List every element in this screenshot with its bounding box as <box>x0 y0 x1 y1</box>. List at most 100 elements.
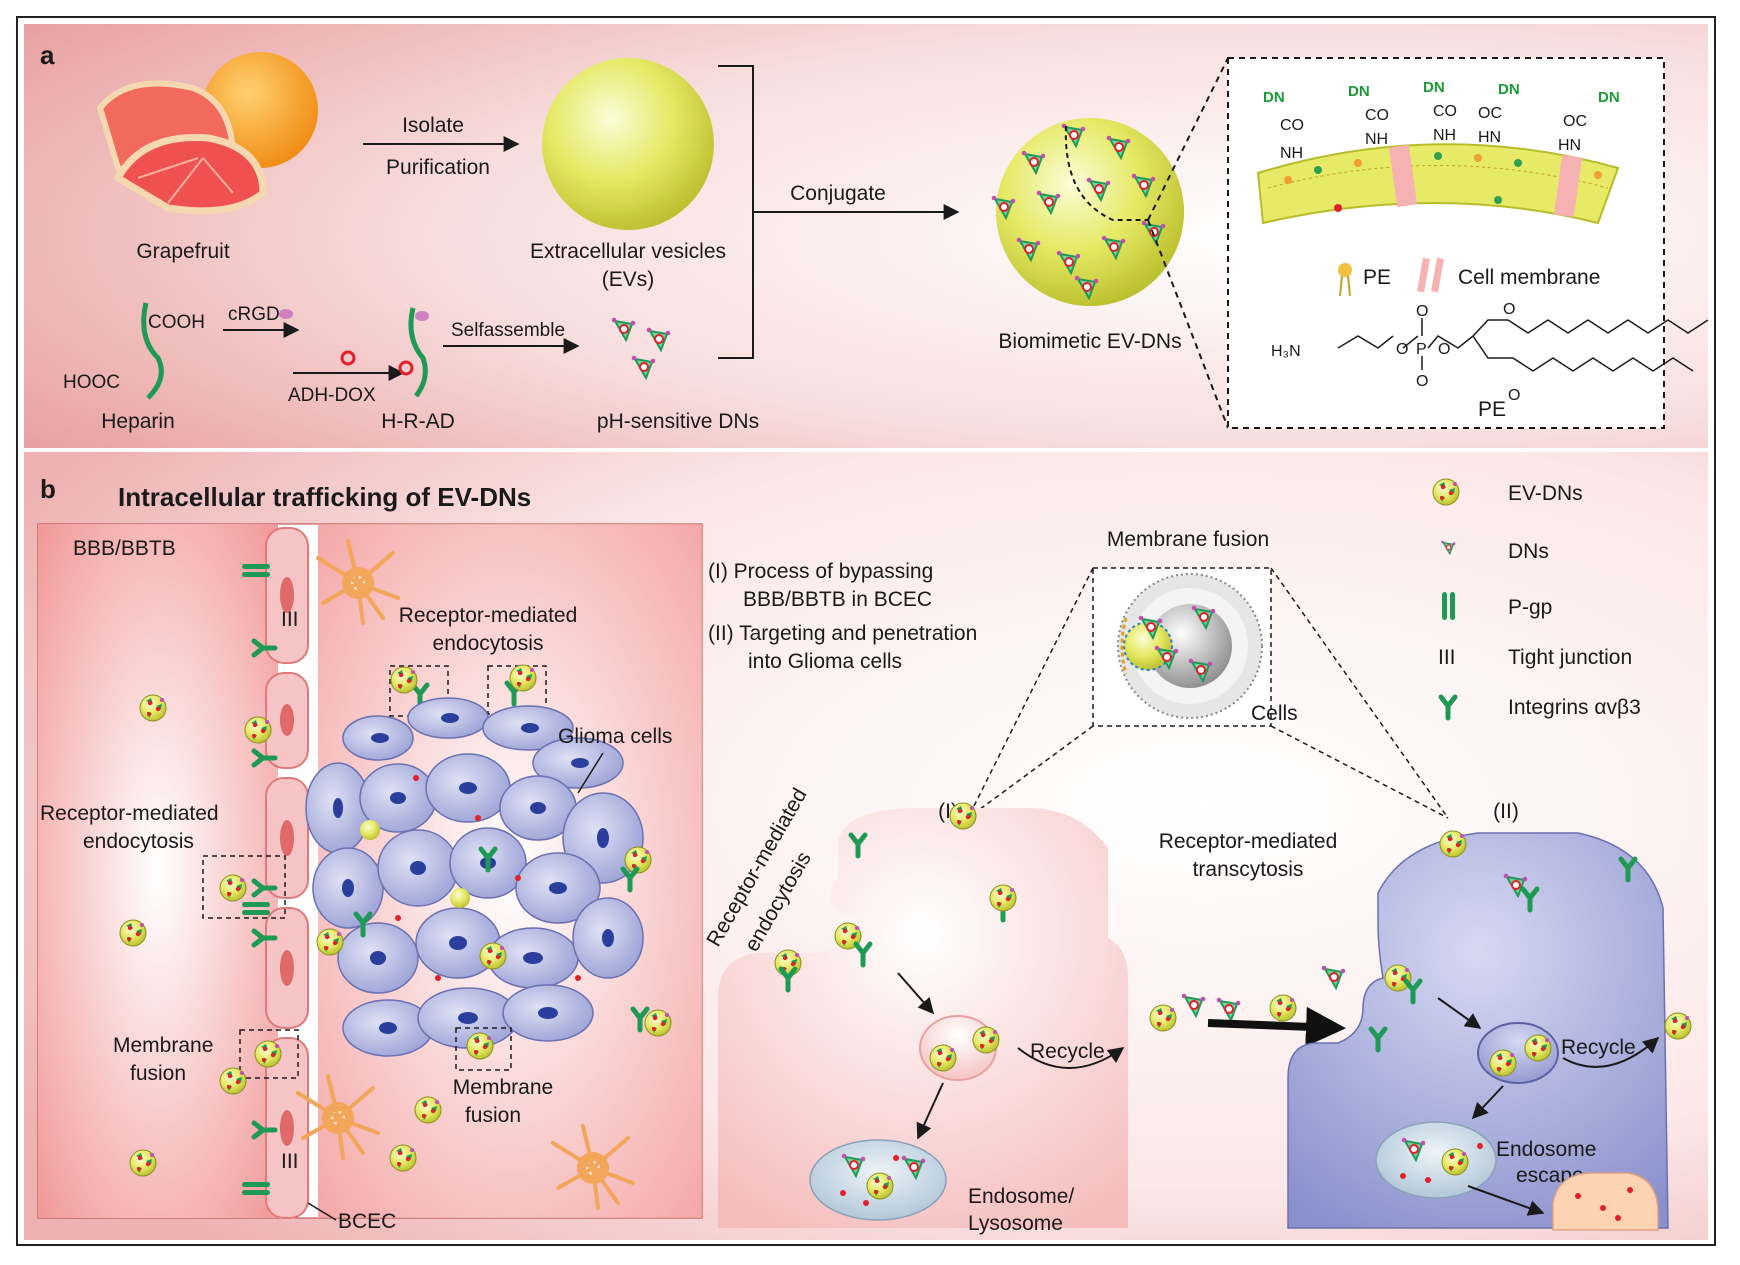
dn-tag: DN <box>1598 89 1620 106</box>
cell-membrane-label: Cell membrane <box>1458 266 1600 289</box>
chem-o: O <box>1508 387 1520 404</box>
ev-dn-particle <box>389 1144 417 1172</box>
panel-b-title: Intracellular trafficking of EV-DNs <box>118 482 531 512</box>
adh-dox-label: ADH-DOX <box>288 385 376 406</box>
ev-dn-particle <box>1384 964 1412 992</box>
glioma-pointer <box>577 752 604 794</box>
glioma-cluster <box>305 697 644 1057</box>
dox-dot <box>1600 1205 1606 1211</box>
endo-lyso-line1: Endosome/ <box>968 1185 1074 1208</box>
chem-p: P <box>1416 341 1427 358</box>
pe-structure-label: PE <box>1478 398 1506 421</box>
ev-dn-particle <box>129 1149 157 1177</box>
chem-co: CO <box>1280 117 1304 134</box>
recycle-label-i: Recycle <box>1030 1040 1105 1063</box>
ev-dn-particle <box>479 942 507 970</box>
pe-chemical-structure <box>1337 318 1709 372</box>
bcec-column <box>265 527 309 1219</box>
heparin-chain <box>141 302 164 400</box>
ev-dn-particle <box>414 1096 442 1124</box>
ev-dn-particle <box>466 1032 494 1060</box>
cell-membrane-legend-glyph <box>1417 257 1444 293</box>
membrane-inset <box>1227 57 1665 429</box>
fusion-pointer <box>967 567 1094 819</box>
ev-dn-particle <box>119 919 147 947</box>
legend-integrin-label: Integrins αvβ3 <box>1508 696 1641 719</box>
panel-a-label: a <box>40 40 55 70</box>
ev-dn-particle <box>1269 994 1297 1022</box>
tight-junction-glyph: III <box>281 1150 299 1173</box>
bcec-pointer <box>307 1202 337 1221</box>
process2-line2: into Glioma cells <box>748 650 902 673</box>
lysosome-arrow <box>916 1082 944 1140</box>
tight-junction-glyph: III <box>281 608 299 631</box>
chem-nh: NH <box>1365 131 1388 148</box>
mf-mid-line2: fusion <box>465 1104 521 1127</box>
ev-dn-particle <box>254 1040 282 1068</box>
pe-legend-glyph <box>1338 263 1352 297</box>
ev-dn-particle <box>390 666 418 694</box>
ev-label-line2: (EVs) <box>602 268 655 291</box>
transcytosis-arrow <box>1207 1006 1346 1047</box>
bcec-cell-i <box>718 808 1128 1228</box>
heparin-hooc: HOOC <box>63 372 120 393</box>
chem-oc: OC <box>1563 113 1587 130</box>
ev-dn-particle <box>1149 1004 1177 1032</box>
chem-oc: OC <box>1478 105 1502 122</box>
dn-tag: DN <box>1498 81 1520 98</box>
ev-dn-particle <box>1441 1148 1469 1176</box>
roman-numeral-ii: (II) <box>1493 800 1519 823</box>
hrad-crgd <box>415 311 429 321</box>
dox-dot <box>840 1190 846 1196</box>
hrad-dox <box>398 360 414 376</box>
dox-dot <box>893 1155 899 1161</box>
process2-line1: (II) Targeting and penetration <box>708 622 977 645</box>
rmt-line1: Receptor-mediated <box>1159 830 1338 853</box>
chem-co: CO <box>1433 103 1457 120</box>
dn-tag: DN <box>1423 79 1445 96</box>
isolate-label: Isolate <box>402 114 464 137</box>
ev-label-line1: Extracellular vesicles <box>530 240 726 263</box>
process1-line1: (I) Process of bypassing <box>708 560 933 583</box>
purification-label: Purification <box>386 156 490 179</box>
dox-dot <box>1627 1187 1633 1193</box>
rme-top-line2: endocytosis <box>433 632 544 655</box>
ev-dn-particle <box>139 694 167 722</box>
hrad-chain <box>408 307 428 398</box>
ev-dn-particle <box>949 802 977 830</box>
ev-dn-particle <box>1664 1012 1692 1040</box>
rme-left-line2: endocytosis <box>83 830 194 853</box>
ev-dn-particle <box>316 928 344 956</box>
dox-dot <box>863 1200 869 1206</box>
ev-dn-particle <box>989 884 1017 912</box>
ev-dn-particle <box>219 874 247 902</box>
figure-frame: a Grapefruit Isolate Purification Extrac… <box>16 16 1716 1246</box>
dox-dot <box>1425 1177 1431 1183</box>
dox-dot <box>1575 1193 1581 1199</box>
recycle-arrow <box>1017 1047 1125 1069</box>
conjugate-label: Conjugate <box>790 182 886 205</box>
ev-dn-particle <box>774 949 802 977</box>
ev-dn-particle <box>509 664 537 692</box>
dox-dot <box>1615 1215 1621 1221</box>
recycle-arrow-ii <box>1562 1036 1660 1068</box>
rme-top-line1: Receptor-mediated <box>399 604 578 627</box>
legend: EV-DNs DNs P-gp III Tight junction Integ… <box>1432 478 1641 719</box>
chem-o: O <box>1503 301 1515 318</box>
fusion-pointer <box>1270 567 1449 819</box>
mf-left-line1: Membrane <box>113 1034 213 1057</box>
chem-hn: HN <box>1478 129 1501 146</box>
crgd-label: cRGD <box>228 304 280 325</box>
biomimetic-label: Biomimetic EV-DNs <box>998 330 1181 353</box>
heparin-cooh: COOH <box>148 312 205 333</box>
recycle-label-ii: Recycle <box>1561 1036 1636 1059</box>
glioma-label: Glioma cells <box>558 725 672 748</box>
mf-left-box <box>239 1029 299 1079</box>
extracellular-vesicle-ball <box>542 58 714 230</box>
ev-dn-particle <box>1489 1049 1517 1077</box>
chem-hn: HN <box>1558 137 1581 154</box>
process1-line2: BBB/BBTB in BCEC <box>743 588 932 611</box>
grapefruit-label: Grapefruit <box>136 240 230 263</box>
legend-tight-junction-label: Tight junction <box>1508 646 1632 669</box>
biomimetic-ev-dns-ball <box>990 118 1184 306</box>
